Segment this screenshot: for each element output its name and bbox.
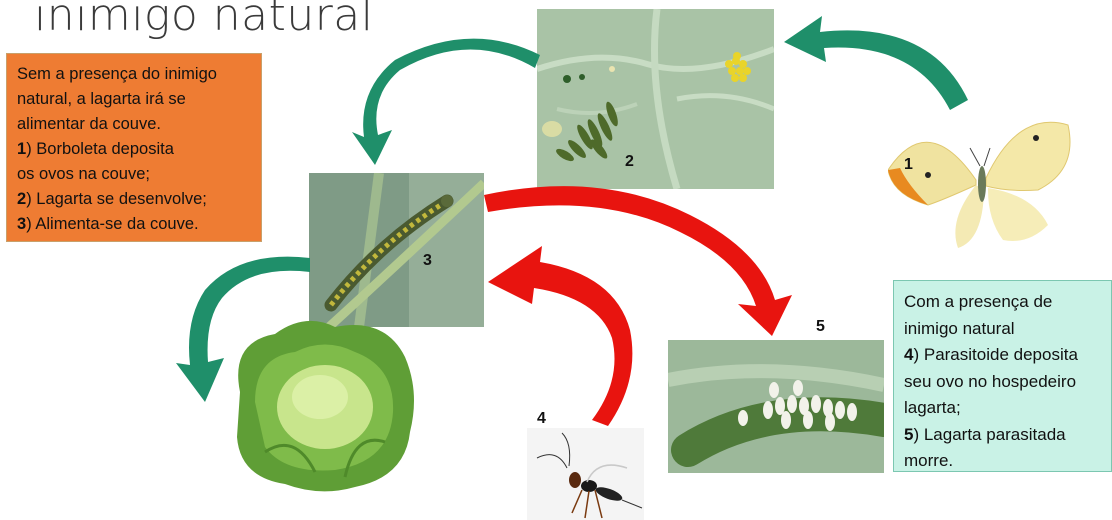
arrow-butterfly-to-eggs [784, 16, 968, 110]
box-right-step5: 5) Lagarta parasitada [904, 422, 1101, 449]
no-enemy-explanation-box: Sem a presença do inimigo natural, a lag… [6, 53, 262, 242]
box-right-line1: Com a presença de [904, 289, 1101, 316]
box-right-step4: 4) Parasitoide deposita [904, 342, 1101, 369]
label-3: 3 [423, 252, 432, 270]
label-2: 2 [625, 153, 634, 171]
caterpillar-photo [309, 173, 484, 327]
natural-enemy-explanation-box: Com a presença de inimigo natural 4) Par… [893, 280, 1112, 472]
box-left-step3: 3) Alimenta-se da couve. [17, 212, 251, 237]
box-left-line2: natural, a lagarta irá se [17, 87, 251, 112]
box-left-step1: 1) Borboleta deposita [17, 137, 251, 162]
box-left-line3: alimentar da couve. [17, 112, 251, 137]
arrow-caterpillar-to-parasitized [484, 186, 792, 336]
page-title: inimigo natural [34, 0, 374, 41]
label-5: 5 [816, 318, 825, 336]
box-right-step4-cont1: seu ovo no hospedeiro [904, 369, 1101, 396]
label-1: 1 [904, 156, 913, 174]
box-right-step5-cont: morre. [904, 448, 1101, 475]
box-right-step4-cont2: lagarta; [904, 395, 1101, 422]
label-4: 4 [537, 410, 546, 428]
eggs-on-leaf-photo [537, 9, 774, 189]
butterfly-photo [888, 100, 1078, 250]
box-right-line2: inimigo natural [904, 316, 1101, 343]
box-left-line1: Sem a presença do inimigo [17, 62, 251, 87]
box-left-step1-cont: os ovos na couve; [17, 162, 251, 187]
wasp-photo [527, 428, 644, 520]
box-left-step2: 2) Lagarta se desenvolve; [17, 187, 251, 212]
arrow-eggs-to-caterpillar [352, 39, 540, 165]
arrow-wasp-to-caterpillar [488, 246, 632, 426]
cabbage-photo [225, 312, 420, 492]
parasitized-caterpillar-photo [668, 340, 884, 473]
